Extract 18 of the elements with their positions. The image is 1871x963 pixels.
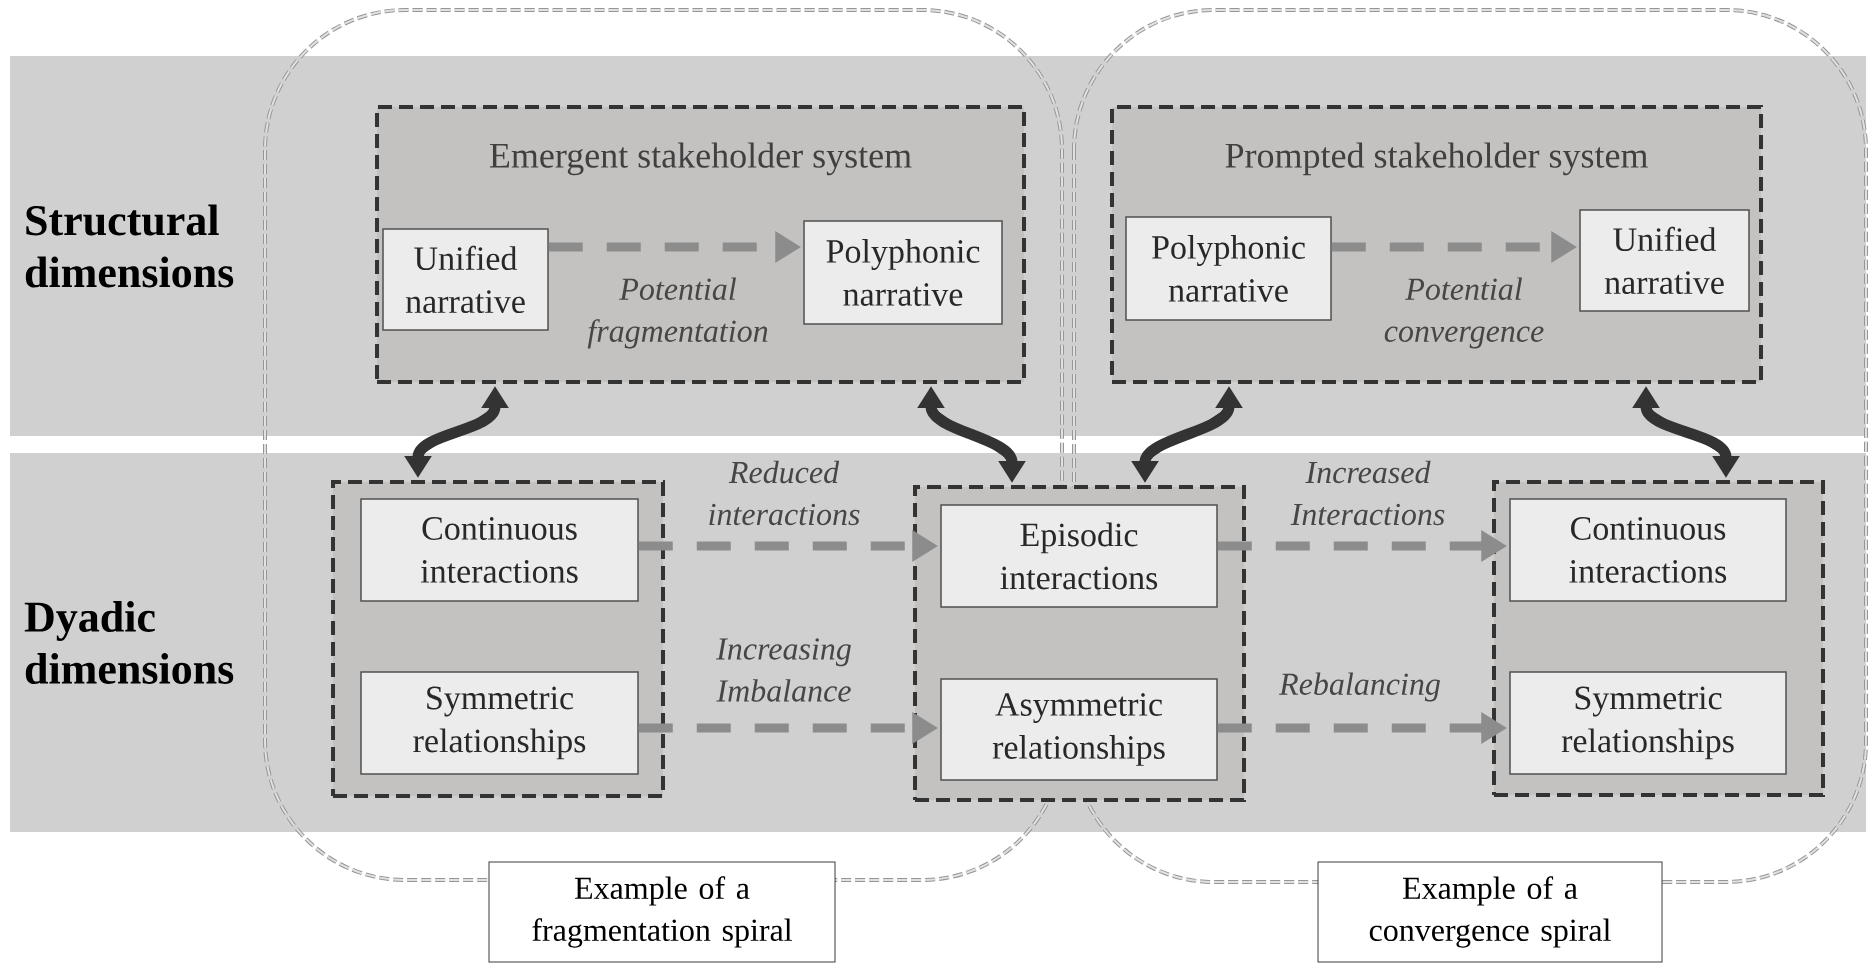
- caption-box: Example of a convergence spiral: [1317, 861, 1663, 963]
- edge-label: Rebalancing: [1278, 672, 1440, 702]
- edge-label: Increased Interactions: [1290, 460, 1445, 526]
- text-box: Unified narrative: [382, 228, 549, 331]
- text-box: Continuous interactions: [360, 498, 639, 602]
- text-box: Polyphonic narrative: [1125, 216, 1332, 321]
- edge-label: Potential convergence: [1384, 277, 1544, 349]
- text-box: Symmetric relationships: [360, 671, 639, 775]
- edge-label: Increasing Imbalance: [716, 638, 851, 702]
- text-box: Symmetric relationships: [1509, 671, 1787, 775]
- text-box: Episodic interactions: [940, 504, 1218, 608]
- text-box: Unified narrative: [1579, 209, 1750, 312]
- edge-label: Potential fragmentation: [587, 277, 768, 349]
- text-box: Continuous interactions: [1509, 498, 1787, 602]
- edge-label: Reduced interactions: [709, 460, 860, 526]
- text-box: Polyphonic narrative: [803, 220, 1003, 325]
- text-box: Asymmetric relationships: [940, 678, 1218, 781]
- caption-box: Example of a fragmentation spiral: [488, 861, 836, 963]
